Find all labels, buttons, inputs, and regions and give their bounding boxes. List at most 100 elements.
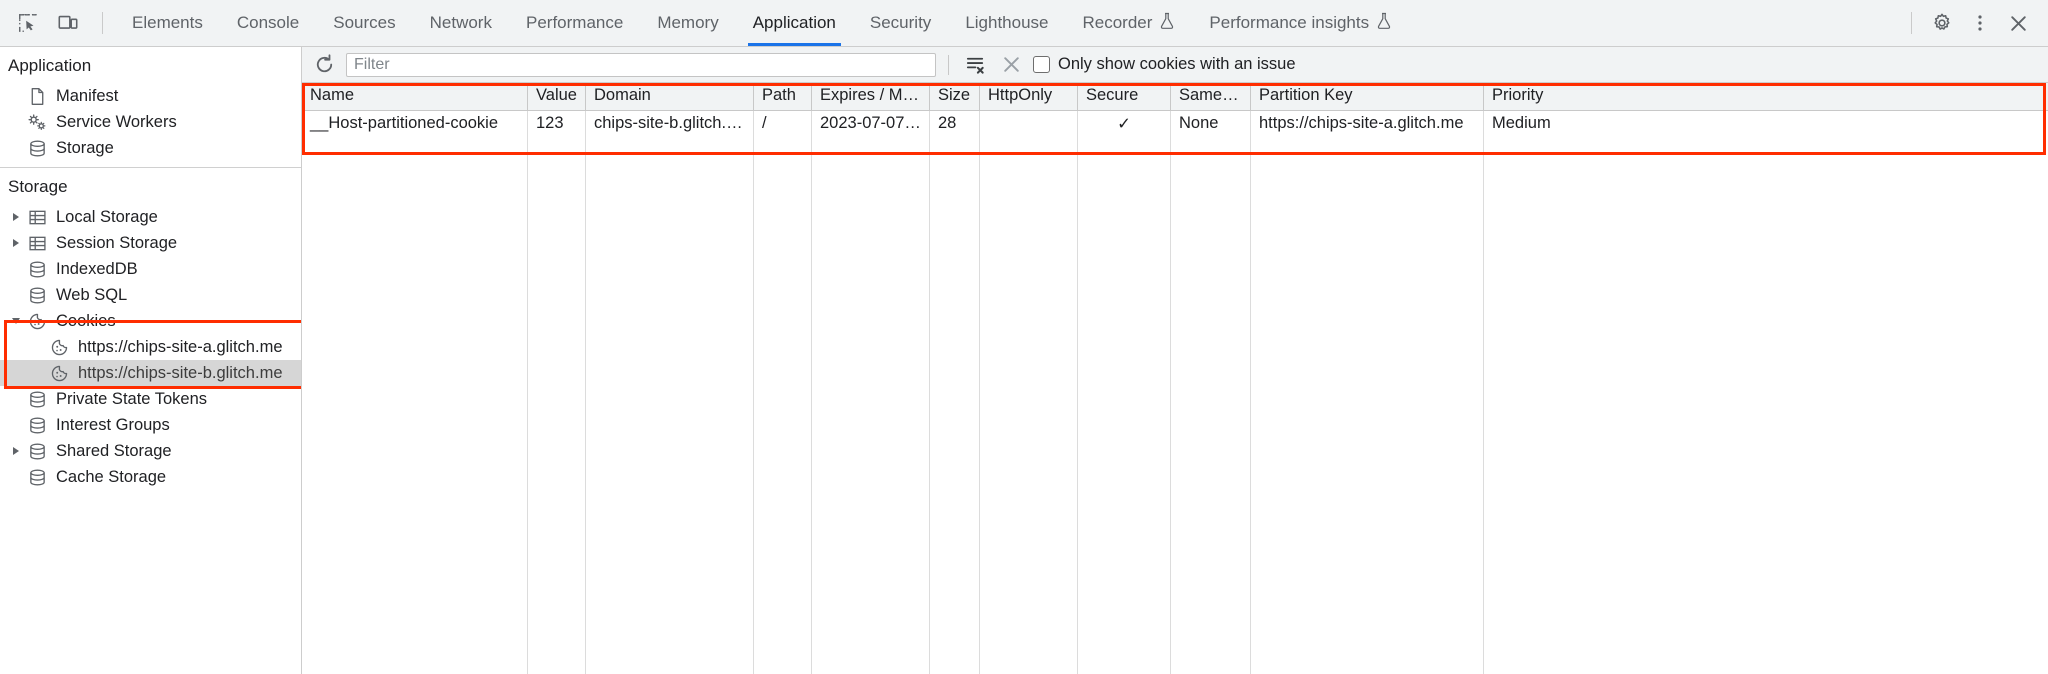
column-header-path[interactable]: Path [754, 83, 812, 110]
sidebar-item-indexeddb[interactable]: IndexedDB [0, 256, 301, 282]
filler-col-path [754, 139, 812, 674]
sidebar-item-private-state-tokens[interactable]: Private State Tokens [0, 386, 301, 412]
sidebar-item-web-sql[interactable]: Web SQL [0, 282, 301, 308]
sidebar-item-label: Local Storage [56, 207, 158, 226]
tab-performance-insights[interactable]: Performance insights [1192, 0, 1409, 46]
column-header-expires[interactable]: Expires / M… [812, 83, 930, 110]
table-row[interactable]: __Host-partitioned-cookie 123 chips-site… [302, 111, 2048, 139]
filler-col-name [302, 139, 528, 674]
chevron-right-icon[interactable] [8, 446, 24, 456]
sidebar-item-label: Service Workers [56, 112, 177, 131]
sidebar-item-label: Cookies [56, 311, 116, 330]
tab-performance[interactable]: Performance [509, 0, 640, 46]
sidebar-item-cache-storage[interactable]: Cache Storage [0, 464, 301, 490]
column-header-value[interactable]: Value [528, 83, 586, 110]
column-header-secure[interactable]: Secure [1078, 83, 1171, 110]
sidebar-divider [0, 167, 301, 168]
application-sidebar: Application Manifest [0, 47, 302, 674]
cell-value: 123 [528, 111, 586, 139]
inspect-element-icon[interactable] [10, 5, 46, 41]
filler-col-size [930, 139, 980, 674]
column-header-priority[interactable]: Priority [1492, 86, 1544, 104]
sidebar-item-manifest[interactable]: Manifest [0, 83, 301, 109]
refresh-icon[interactable] [310, 52, 338, 78]
tab-label: Security [869, 13, 932, 32]
only-show-cookies-with-issue-checkbox[interactable]: Only show cookies with an issue [1033, 55, 1296, 74]
tab-network[interactable]: Network [413, 0, 509, 46]
cookies-data-grid: Name Value Domain Path Expires / M… Size… [302, 83, 2048, 674]
tab-application[interactable]: Application [736, 0, 853, 46]
column-header-domain[interactable]: Domain [586, 83, 754, 110]
tab-security[interactable]: Security [853, 0, 948, 46]
tab-elements[interactable]: Elements [115, 0, 220, 46]
toolbar-divider [102, 12, 103, 34]
sidebar-item-label: IndexedDB [56, 259, 138, 278]
experiment-flask-icon [1376, 12, 1392, 35]
column-header-httponly[interactable]: HttpOnly [980, 83, 1078, 110]
tab-label: Console [236, 13, 300, 32]
sidebar-section-storage-title: Storage [8, 177, 68, 196]
sidebar-item-interest-groups[interactable]: Interest Groups [0, 412, 301, 438]
tab-lighthouse[interactable]: Lighthouse [948, 0, 1065, 46]
tab-label: Network [429, 13, 492, 32]
cell-name: __Host-partitioned-cookie [302, 111, 528, 139]
clear-all-cookies-icon[interactable] [961, 52, 989, 78]
sidebar-item-label: Shared Storage [56, 441, 172, 460]
close-icon[interactable] [2000, 5, 2036, 41]
cell-secure: ✓ [1078, 111, 1171, 139]
search-input[interactable] [346, 52, 936, 77]
sidebar-item-storage[interactable]: Storage [0, 135, 301, 161]
column-header-samesite[interactable]: SameSite [1171, 83, 1251, 110]
cell-samesite: None [1171, 111, 1251, 139]
sidebar-item-session-storage[interactable]: Session Storage [0, 230, 301, 256]
manifest-file-icon [24, 87, 50, 106]
device-toolbar-icon[interactable] [50, 5, 86, 41]
sidebar-item-cookies-chips-site-b[interactable]: https://chips-site-b.glitch.me [0, 360, 301, 386]
sidebar-item-local-storage[interactable]: Local Storage [0, 204, 301, 230]
database-icon [24, 390, 50, 409]
table-grid-icon [24, 208, 50, 227]
filterbar-divider [948, 54, 949, 75]
filler-col-expires [812, 139, 930, 674]
tab-sources[interactable]: Sources [316, 0, 412, 46]
sidebar-item-shared-storage[interactable]: Shared Storage [0, 438, 301, 464]
tab-label: Performance [525, 13, 624, 32]
filler-col-httponly [980, 139, 1078, 674]
delete-selected-icon[interactable] [997, 52, 1025, 78]
checkbox-box[interactable] [1033, 56, 1050, 73]
tab-console[interactable]: Console [220, 0, 316, 46]
table-grid-icon [24, 234, 50, 253]
cookie-icon [46, 338, 72, 357]
sidebar-item-cookies-chips-site-a[interactable]: https://chips-site-a.glitch.me [0, 334, 301, 360]
chevron-right-icon[interactable] [8, 238, 24, 248]
sidebar-item-label: https://chips-site-a.glitch.me [78, 337, 283, 356]
experiment-flask-icon [1159, 12, 1175, 35]
sidebar-item-label: Private State Tokens [56, 389, 208, 408]
column-header-partition-key[interactable]: Partition Key [1251, 83, 1484, 110]
cookies-panel: Only show cookies with an issue Name Val… [302, 47, 2048, 674]
kebab-menu-icon[interactable] [1962, 5, 1998, 41]
panel-tabs: Elements Console Sources Network Perform… [115, 0, 1905, 46]
sidebar-item-cookies[interactable]: Cookies [0, 308, 301, 334]
checkbox-label: Only show cookies with an issue [1058, 55, 1296, 73]
column-header-name[interactable]: Name [302, 83, 528, 110]
tab-label: Lighthouse [965, 13, 1049, 32]
gear-icon[interactable] [1924, 5, 1960, 41]
tab-recorder[interactable]: Recorder [1066, 0, 1193, 46]
column-header-size[interactable]: Size [930, 83, 980, 110]
cell-priority: Medium [1492, 114, 1551, 132]
devtools-body: Application Manifest [0, 47, 2048, 674]
database-icon [24, 442, 50, 461]
cell-httponly [980, 111, 1078, 139]
chevron-down-icon[interactable] [8, 317, 24, 326]
sidebar-item-service-workers[interactable]: Service Workers [0, 109, 301, 135]
tab-label: Performance insights [1209, 13, 1370, 32]
chevron-right-icon[interactable] [8, 212, 24, 222]
sidebar-item-label: Cache Storage [56, 467, 167, 486]
database-icon [24, 139, 50, 158]
tab-memory[interactable]: Memory [640, 0, 735, 46]
tab-label: Application [752, 13, 836, 32]
sidebar-item-label: Manifest [56, 86, 119, 105]
tab-label: Sources [333, 13, 396, 32]
